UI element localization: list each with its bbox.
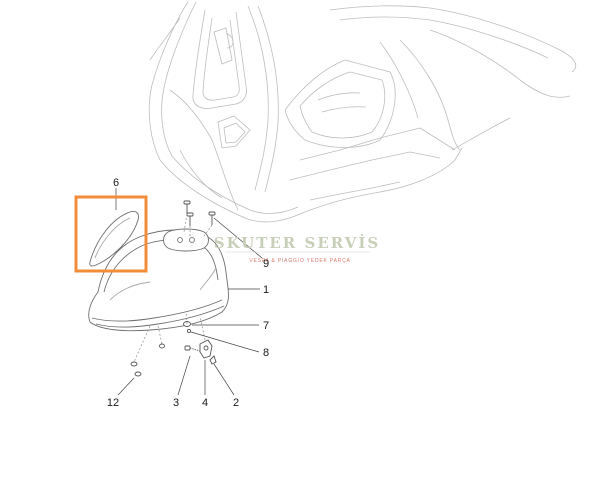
screw-set-part[interactable] (183, 200, 216, 226)
watermark: SKUTER SERVİS VESPA & PIAGGIO YEDEK PARÇ… (214, 233, 380, 264)
callout-8: 8 (263, 347, 269, 359)
scooter-body-drawing (148, 1, 577, 223)
callout-4: 4 (202, 397, 208, 409)
callout-6: 6 (113, 177, 119, 189)
screw-a (183, 200, 191, 214)
bracket-nut-part[interactable] (209, 355, 217, 365)
watermark-title: SKUTER SERVİS (214, 233, 380, 252)
clip-nut-part[interactable] (186, 328, 192, 334)
bolt-part[interactable] (184, 345, 201, 352)
callout-2: 2 (233, 397, 239, 409)
callout-labels: 6 1 9 7 8 3 4 2 12 (107, 177, 269, 409)
fender-trim-part[interactable] (89, 210, 139, 267)
front-fender-part[interactable] (88, 228, 229, 332)
callout-12: 12 (107, 397, 119, 409)
screw-b (186, 212, 194, 226)
washer-part[interactable] (199, 339, 213, 359)
watermark-subtitle: VESPA & PIAGGIO YEDEK PARÇA (249, 258, 350, 264)
callout-7: 7 (263, 320, 269, 332)
screw-c (208, 211, 216, 225)
lower-clip-part[interactable] (130, 343, 165, 377)
highlight-box (74, 195, 148, 273)
callout-9: 9 (263, 258, 269, 270)
callout-3: 3 (173, 397, 179, 409)
leader-lines (115, 188, 263, 396)
callout-1: 1 (263, 284, 269, 296)
